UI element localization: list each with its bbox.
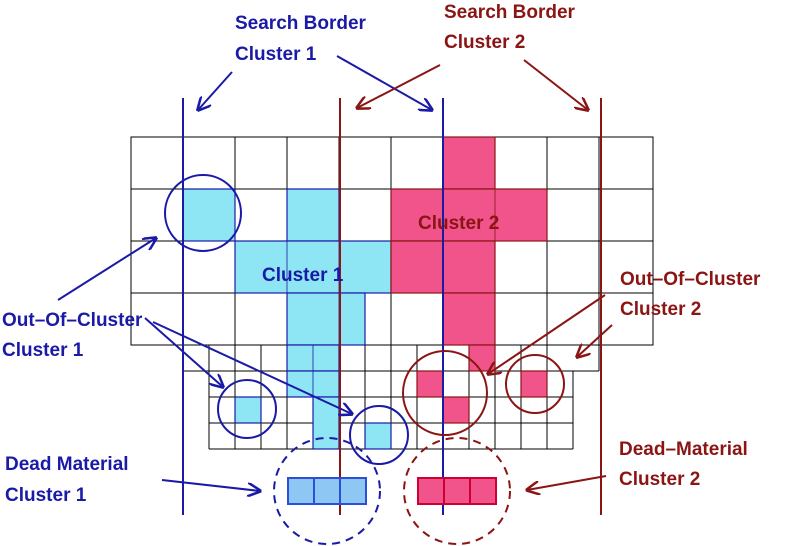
arrow-dead-material-1 <box>161 479 260 491</box>
out-of-cluster-1-circle-right <box>349 405 409 465</box>
label-dead-material-1-line1: Dead Material <box>5 454 129 475</box>
arrow-search-border-2-left <box>357 64 441 108</box>
arrow-out-of-cluster-2-main <box>488 294 606 374</box>
label-out-of-cluster-1-line2: Cluster 1 <box>2 340 84 361</box>
arrow-search-border-2-right <box>523 59 588 110</box>
label-dead-material-2-line2: Cluster 2 <box>619 469 700 490</box>
out-of-cluster-1-circle-left <box>217 379 277 439</box>
arrow-out-of-cluster-1-right <box>152 321 352 414</box>
label-dead-material-1-line2: Cluster 1 <box>5 485 87 506</box>
dead-material-1-circle <box>273 437 381 545</box>
dead-material-2-cells <box>417 477 497 505</box>
label-dead-material-2-line1: Dead–Material <box>619 439 748 460</box>
out-of-cluster-2-circle-right <box>505 354 565 414</box>
dead-material-1-cells <box>287 477 367 505</box>
label-search-border-1-line1: Search Border <box>235 13 367 34</box>
dead-material-2-circle <box>403 437 511 545</box>
red-arrows <box>357 59 613 490</box>
out-of-cluster-2-circle-main <box>402 350 488 436</box>
label-out-of-cluster-2-line2: Cluster 2 <box>620 299 701 320</box>
label-out-of-cluster-2-line1: Out–Of–Cluster <box>620 269 761 290</box>
label-search-border-1-line2: Cluster 1 <box>235 44 317 65</box>
arrow-out-of-cluster-1-left <box>144 317 223 387</box>
arrow-out-of-cluster-1-top <box>57 238 156 301</box>
blue-arrows <box>57 55 432 491</box>
label-cluster-1: Cluster 1 <box>262 265 344 286</box>
arrow-search-border-1-right <box>336 55 432 110</box>
out-of-cluster-1-circle-top <box>164 174 242 252</box>
arrow-out-of-cluster-2-right <box>577 324 613 357</box>
cluster-1-cells <box>182 188 392 450</box>
label-search-border-2-line1: Search Border <box>444 2 576 23</box>
label-cluster-2: Cluster 2 <box>418 213 499 234</box>
arrow-search-border-1-left <box>198 71 233 110</box>
label-out-of-cluster-1-line1: Out–Of–Cluster <box>2 310 143 331</box>
arrow-dead-material-2 <box>527 475 607 490</box>
label-search-border-2-line2: Cluster 2 <box>444 32 525 53</box>
